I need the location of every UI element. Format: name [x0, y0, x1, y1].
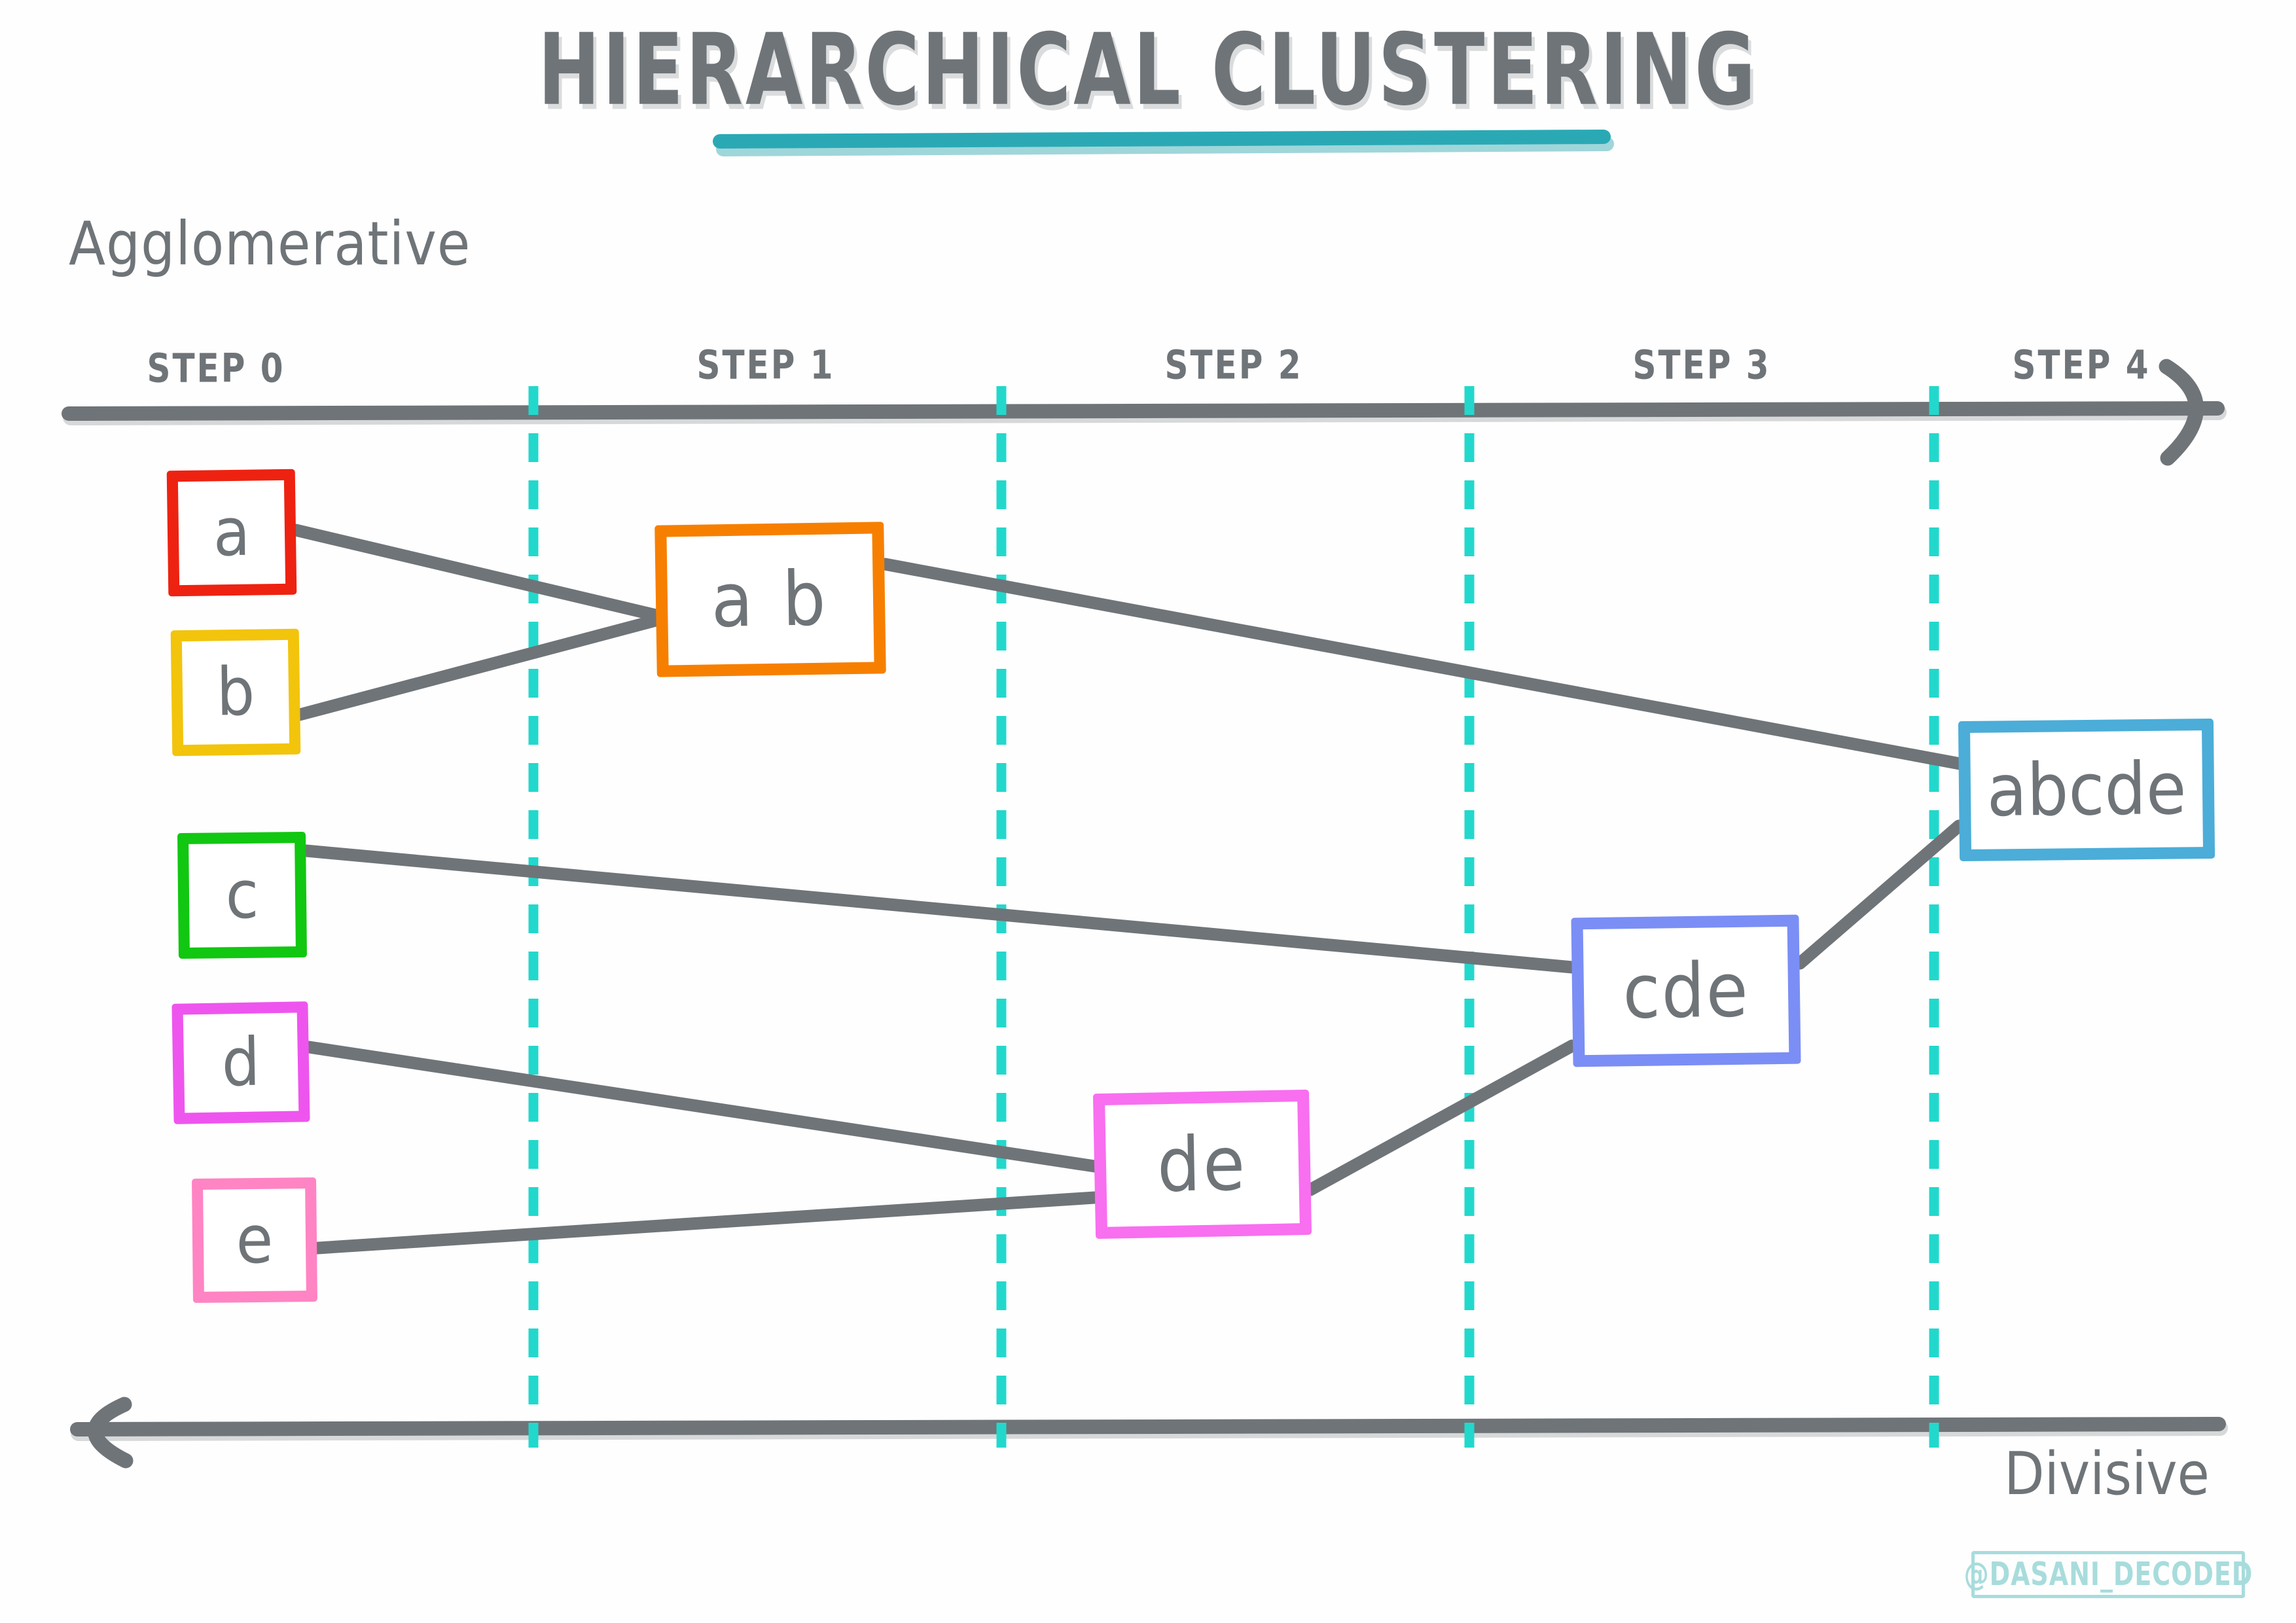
step-label-0: STEP 0	[147, 345, 285, 391]
cluster-label-d: d	[221, 1024, 261, 1101]
step-label-1: STEP 1	[696, 342, 835, 388]
cluster-node-d[interactable]: d	[171, 1001, 310, 1124]
agglomerative-label: Agglomerative	[69, 209, 471, 279]
cluster-label-c: c	[225, 856, 259, 934]
cluster-label-b: b	[215, 653, 256, 731]
step-label-4: STEP 4	[2012, 342, 2151, 388]
cluster-label-e: e	[236, 1201, 274, 1279]
link-b-ab	[293, 614, 662, 721]
cluster-node-de[interactable]: de	[1092, 1089, 1312, 1240]
cluster-label-ab: a b	[710, 554, 831, 645]
cluster-label-de: de	[1156, 1119, 1249, 1209]
cluster-node-ab[interactable]: a b	[655, 522, 886, 677]
cluster-node-cde[interactable]: cde	[1571, 914, 1801, 1067]
link-e-de	[301, 1191, 1101, 1255]
link-cde-abcde	[1793, 819, 1965, 970]
link-d-de	[302, 1041, 1101, 1173]
cluster-node-a[interactable]: a	[166, 469, 297, 597]
merge-link-group	[289, 524, 1970, 1255]
title-underline	[713, 130, 1614, 156]
watermark-text: @DASANI_DECODED	[1964, 1556, 2253, 1594]
cluster-label-cde: cde	[1622, 946, 1750, 1036]
cluster-node-e[interactable]: e	[192, 1177, 317, 1303]
cluster-node-abcde[interactable]: abcde	[1958, 718, 2215, 862]
step-label-3: STEP 3	[1632, 342, 1771, 388]
divisive-label: Divisive	[2004, 1440, 2210, 1508]
link-ab-abcde	[878, 558, 1970, 771]
link-de-cde	[1304, 1039, 1579, 1196]
link-c-cde	[300, 844, 1579, 974]
step-label-2: STEP 2	[1164, 342, 1303, 388]
cluster-label-abcde: abcde	[1986, 746, 2187, 833]
link-a-ab	[289, 524, 662, 622]
cluster-node-b[interactable]: b	[170, 628, 301, 757]
agglomerative-axis	[62, 359, 2227, 466]
cluster-node-c[interactable]: c	[177, 831, 307, 959]
cluster-label-a: a	[212, 493, 251, 571]
divisive-axis	[70, 1397, 2228, 1469]
page-title: HIERARCHICAL CLUSTERING	[538, 12, 1758, 128]
watermark-badge: @DASANI_DECODED	[1964, 1551, 2252, 1598]
